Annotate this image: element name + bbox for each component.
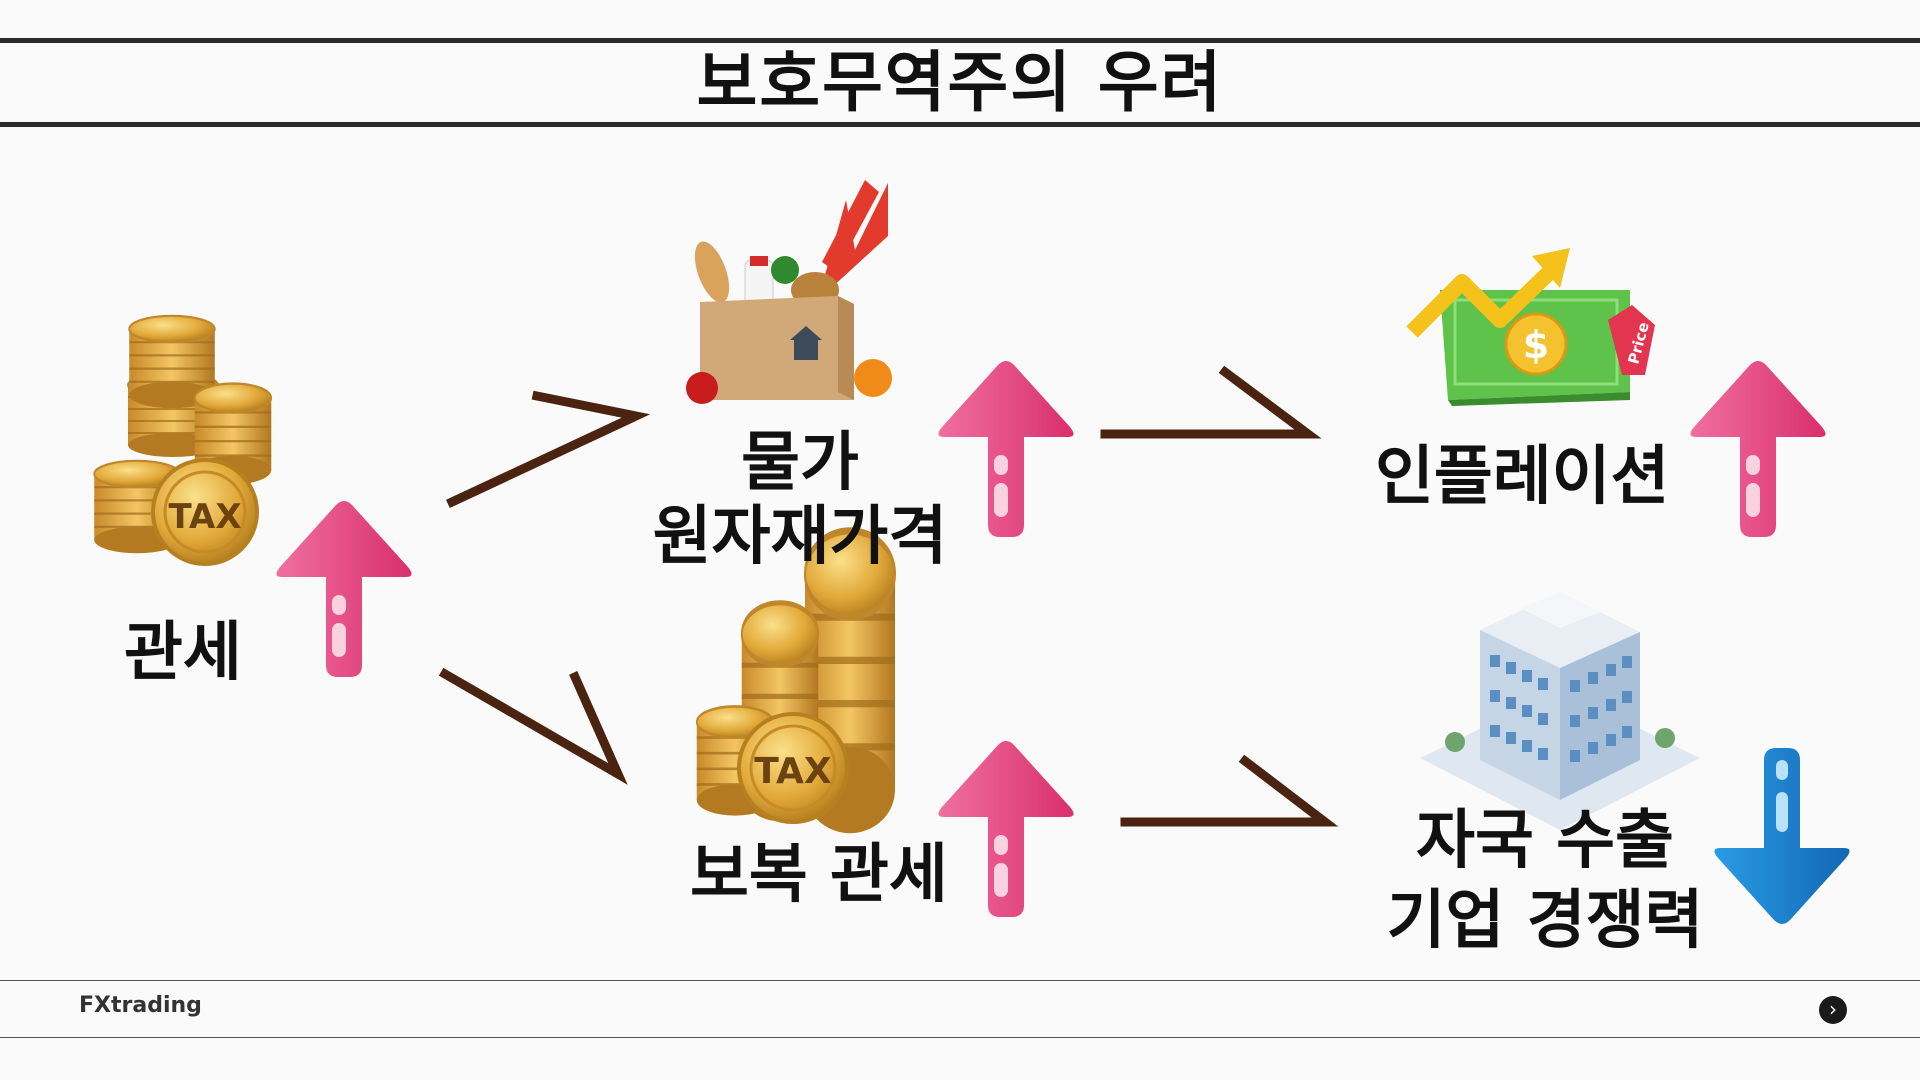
header-top-rule [0, 38, 1920, 43]
grocery-box-rising-arrow-icon [686, 180, 892, 404]
svg-text:TAX: TAX [168, 497, 241, 537]
footer-top-rule [0, 980, 1920, 981]
tax-coins-icon: TAX [93, 314, 273, 566]
tariff-label: 관세 [124, 616, 242, 690]
money-price-tag-rising-icon: $ Price [1406, 248, 1655, 406]
svg-text:TAX: TAX [754, 751, 832, 792]
competitiveness-down-arrow [1714, 748, 1850, 924]
header-bottom-rule [0, 122, 1920, 127]
footer-brand: FXtrading [79, 993, 202, 1018]
company-building-icon [1420, 592, 1700, 830]
connector-tariff-to-prices [446, 390, 651, 508]
export-label-line2: 기업 경쟁력 [1386, 884, 1704, 958]
connector-lines [438, 365, 1339, 827]
tax-coins-stack-icon: TAX [695, 531, 895, 833]
tariff-up-arrow [276, 501, 412, 677]
connector-prices-to-inflation [1100, 365, 1322, 439]
prices-label-line1: 물가 [741, 426, 859, 500]
inflation-label: 인플레이션 [1375, 440, 1670, 514]
svg-text:$: $ [1523, 323, 1549, 367]
chevron-right-icon[interactable]: › [1819, 996, 1847, 1024]
retaliatory-tariff-label: 보복 관세 [690, 838, 948, 912]
inflation-up-arrow [1690, 361, 1826, 537]
export-label-line1: 자국 수출 [1416, 804, 1674, 878]
retaliatory-tariff-up-arrow [938, 741, 1074, 917]
connector-retaliation-to-export [1120, 754, 1339, 827]
page-title: 보호무역주의 우려 [696, 44, 1224, 121]
footer-bottom-rule [0, 1037, 1920, 1038]
prices-label-line2: 원자재가격 [652, 500, 948, 574]
connector-tariff-to-retaliation [438, 667, 628, 785]
